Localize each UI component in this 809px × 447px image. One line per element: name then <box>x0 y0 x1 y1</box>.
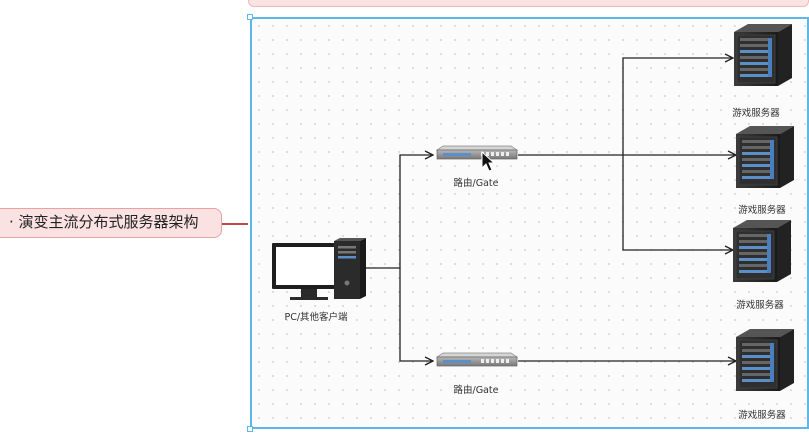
game-server-4-icon[interactable] <box>735 328 795 392</box>
server-label-3: 游戏服务器 <box>736 300 784 311</box>
root-topic-label: · 演变主流分布式服务器架构 <box>9 213 199 231</box>
link-client-router-bottom <box>399 268 433 361</box>
link-router-server-1 <box>518 58 733 156</box>
router-bottom-label: 路由/Gate <box>453 385 499 396</box>
pc-client-icon[interactable] <box>272 238 366 300</box>
server-label-1: 游戏服务器 <box>732 108 780 119</box>
client-label: PC/其他客户端 <box>284 312 348 323</box>
root-topic-node[interactable]: · 演变主流分布式服务器架构 <box>0 208 222 238</box>
router-bottom-icon[interactable] <box>436 352 518 367</box>
server-label-4: 游戏服务器 <box>738 410 786 421</box>
game-server-1-icon[interactable] <box>733 23 793 87</box>
topic-connector-line <box>222 223 248 225</box>
mouse-cursor-icon <box>481 150 496 172</box>
link-router-server-3 <box>622 155 733 250</box>
game-server-3-icon[interactable] <box>732 219 792 283</box>
link-client-router-top <box>363 155 433 269</box>
game-server-2-icon[interactable] <box>735 125 795 189</box>
diagram-canvas[interactable] <box>250 17 809 429</box>
server-label-2: 游戏服务器 <box>738 205 786 216</box>
connector-lines <box>363 58 736 361</box>
router-top-icon[interactable] <box>436 145 518 160</box>
router-top-label: 路由/Gate <box>453 178 499 189</box>
resize-handle-top-left[interactable] <box>247 14 253 20</box>
resize-handle-bottom-left[interactable] <box>247 426 253 432</box>
